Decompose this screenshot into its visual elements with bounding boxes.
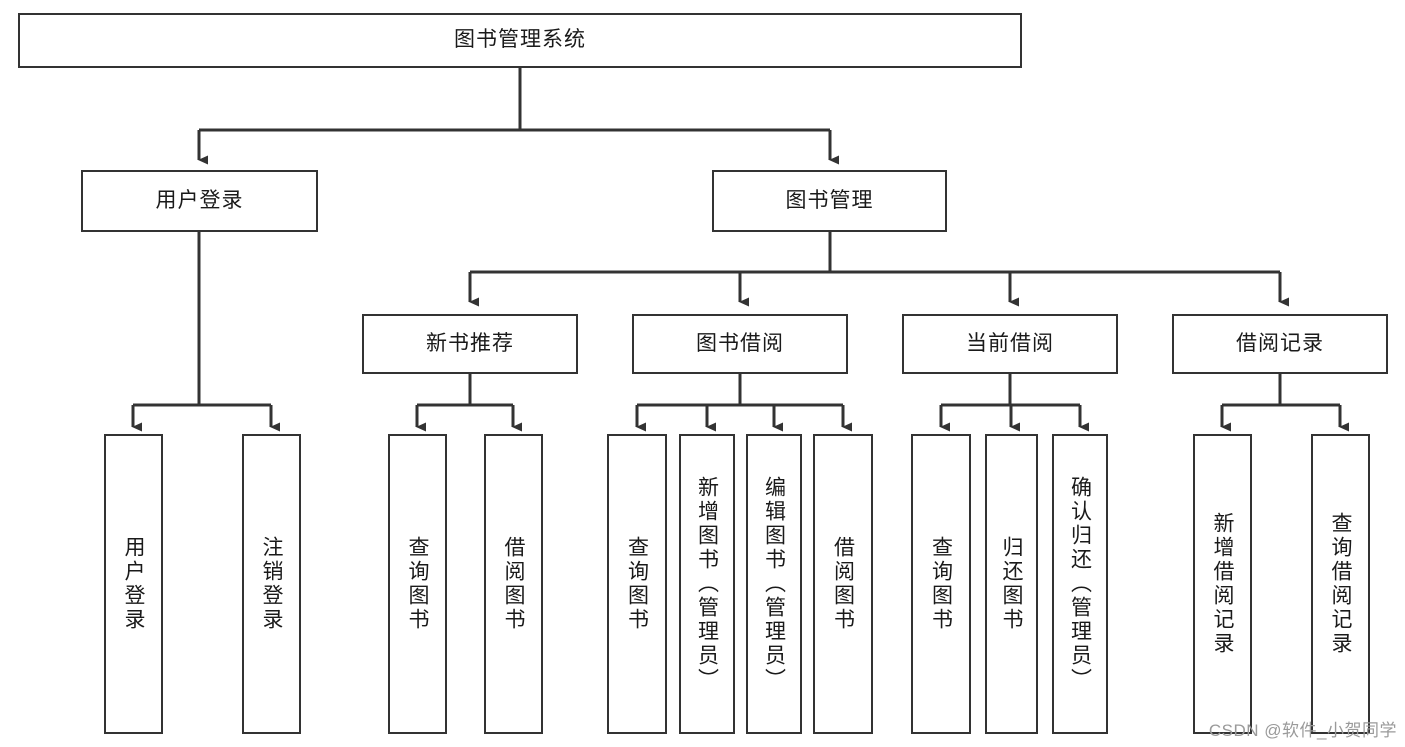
node-label: 查询图书 (406, 536, 429, 632)
node-leaf-confirm-return-admin[interactable]: 确认归还（管理员） (1052, 434, 1108, 734)
node-label: 新增图书（管理员） (695, 476, 719, 692)
node-book-management[interactable]: 图书管理 (712, 170, 947, 232)
node-label: 借阅图书 (502, 536, 525, 632)
node-leaf-query-borrow-record[interactable]: 查询借阅记录 (1311, 434, 1370, 734)
node-leaf-borrow-book-recommend[interactable]: 借阅图书 (484, 434, 543, 734)
node-label: 图书借阅 (696, 331, 784, 355)
node-leaf-add-borrow-record[interactable]: 新增借阅记录 (1193, 434, 1252, 734)
node-leaf-edit-book-admin[interactable]: 编辑图书（管理员） (746, 434, 802, 734)
node-leaf-add-book-admin[interactable]: 新增图书（管理员） (679, 434, 735, 734)
node-label: 借阅图书 (831, 536, 855, 632)
node-leaf-query-book-borrow[interactable]: 查询图书 (607, 434, 667, 734)
node-label: 归还图书 (1000, 536, 1023, 632)
node-label: 图书管理系统 (454, 28, 586, 52)
node-label: 确认归还（管理员） (1068, 476, 1092, 692)
node-label: 查询图书 (929, 536, 953, 632)
node-label: 用户登录 (155, 188, 244, 212)
node-leaf-query-book-recommend[interactable]: 查询图书 (388, 434, 447, 734)
node-leaf-borrow-book[interactable]: 借阅图书 (813, 434, 873, 734)
node-label: 新书推荐 (426, 331, 514, 355)
node-root-book-management-system[interactable]: 图书管理系统 (18, 13, 1022, 68)
node-borrow-record[interactable]: 借阅记录 (1172, 314, 1388, 374)
node-label: 图书管理 (785, 188, 874, 212)
node-label: 用户登录 (122, 536, 145, 632)
node-label: 查询借阅记录 (1329, 512, 1352, 656)
node-new-book-recommend[interactable]: 新书推荐 (362, 314, 578, 374)
node-leaf-query-book-current[interactable]: 查询图书 (911, 434, 971, 734)
node-leaf-return-book[interactable]: 归还图书 (985, 434, 1038, 734)
node-leaf-user-login[interactable]: 用户登录 (104, 434, 163, 734)
node-book-borrow[interactable]: 图书借阅 (632, 314, 848, 374)
node-user-login[interactable]: 用户登录 (81, 170, 318, 232)
watermark-text: CSDN @软件_小贺同学 (1208, 721, 1397, 740)
node-label: 查询图书 (625, 536, 649, 632)
node-label: 借阅记录 (1236, 331, 1324, 355)
node-label: 当前借阅 (966, 331, 1054, 355)
node-leaf-logout[interactable]: 注销登录 (242, 434, 301, 734)
node-label: 编辑图书（管理员） (762, 476, 786, 692)
node-label: 新增借阅记录 (1211, 512, 1234, 656)
node-label: 注销登录 (260, 536, 283, 632)
node-current-borrow[interactable]: 当前借阅 (902, 314, 1118, 374)
